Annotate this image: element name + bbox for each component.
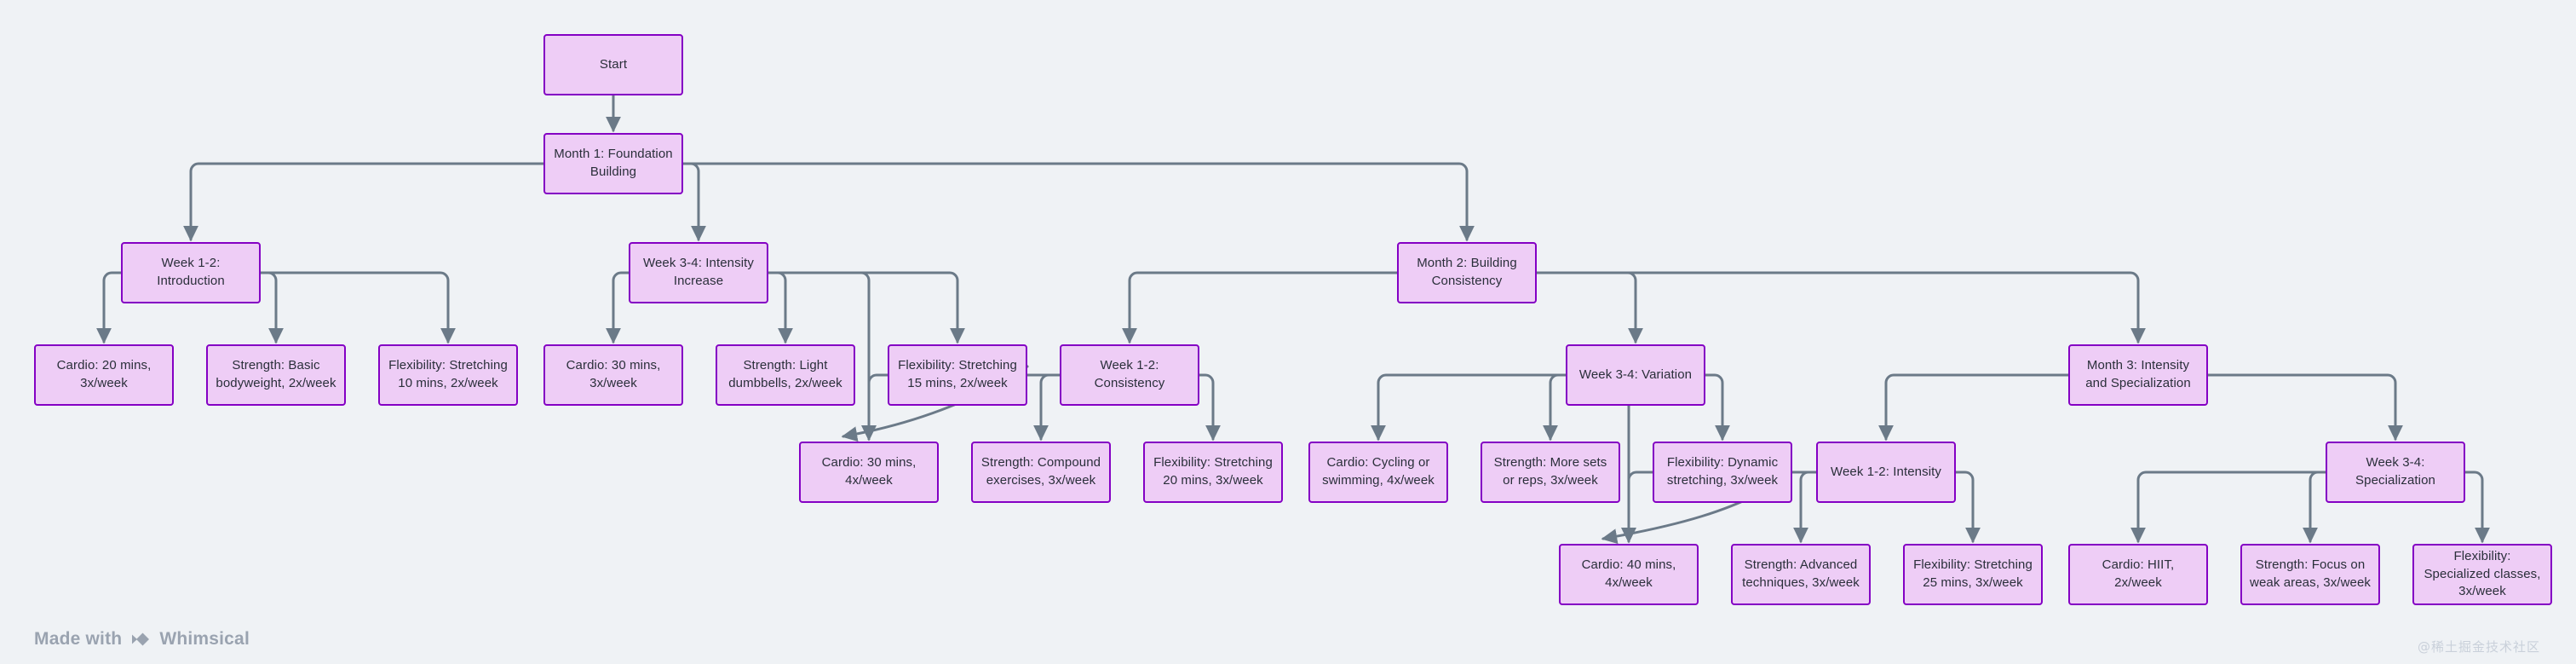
edge-month2-to-month3	[1535, 271, 2146, 344]
flow-node-m2_w34_f[interactable]: Flexibility: Dynamic stretching, 3x/week	[1653, 442, 1792, 503]
edge-m2_w34-to-m2_w34_f	[1704, 373, 1730, 442]
flow-node-m2_w34_s[interactable]: Strength: More sets or reps, 3x/week	[1481, 442, 1620, 503]
flow-node-m1_w12[interactable]: Week 1-2: Introduction	[121, 242, 261, 303]
site-watermark: @稀土掘金技术社区	[2418, 639, 2541, 655]
edge-month1-to-m1_w12	[183, 162, 545, 242]
edge-m1_w34-to-m1_w34_s	[767, 271, 793, 344]
flow-node-m3_w12[interactable]: Week 1-2: Intensity	[1816, 442, 1956, 503]
edge-month1-to-m1_w34	[681, 162, 706, 242]
flow-node-m2_w34_c[interactable]: Cardio: Cycling or swimming, 4x/week	[1308, 442, 1448, 503]
edge-m2_w12-to-m2_w12_s	[1033, 373, 1061, 442]
edge-month3-to-m3_w34	[2206, 373, 2403, 442]
whimsical-brand-label: Whimsical	[159, 629, 250, 649]
edge-m1_w12-to-m1_w12_c	[96, 271, 123, 344]
flow-node-m3_w12_f[interactable]: Flexibility: Stretching 25 mins, 3x/week	[1903, 544, 2043, 605]
edge-m3_w12-to-m3_w12_s	[1793, 471, 1818, 544]
flow-node-m1_w12_s[interactable]: Strength: Basic bodyweight, 2x/week	[206, 344, 346, 406]
edge-m1_w34-to-m1_w34_f	[767, 271, 965, 344]
flow-node-m2_w12_f[interactable]: Flexibility: Stretching 20 mins, 3x/week	[1143, 442, 1283, 503]
flow-node-month1[interactable]: Month 1: Foundation Building	[543, 133, 683, 194]
edge-m2_w12-to-m2_w12_f	[1198, 373, 1221, 442]
edge-month2-to-m2_w34	[1535, 271, 1643, 344]
edge-m2_w34-to-m2_w34_s	[1543, 373, 1567, 442]
flow-node-m2_w34[interactable]: Week 3-4: Variation	[1566, 344, 1705, 406]
flow-node-m3_w12_c[interactable]: Cardio: 40 mins, 4x/week	[1559, 544, 1699, 605]
flow-node-start[interactable]: Start	[543, 34, 683, 95]
flow-node-m3_w34_f[interactable]: Flexibility: Specialized classes, 3x/wee…	[2412, 544, 2552, 605]
flow-node-m1_w34_c[interactable]: Cardio: 30 mins, 3x/week	[543, 344, 683, 406]
flow-node-m3_w12_s[interactable]: Strength: Advanced techniques, 3x/week	[1731, 544, 1871, 605]
edge-month2-to-m2_w12	[1122, 271, 1399, 344]
flow-node-month3[interactable]: Month 3: Intensity and Specialization	[2068, 344, 2208, 406]
edge-m2_w34-to-m2_w34_c	[1371, 373, 1567, 442]
edge-m3_w34-to-m3_w34_f	[2464, 471, 2490, 544]
flow-node-month2[interactable]: Month 2: Building Consistency	[1397, 242, 1537, 303]
flow-node-m1_w12_c[interactable]: Cardio: 20 mins, 3x/week	[34, 344, 174, 406]
edge-m3_w12-to-m3_w12_f	[1954, 471, 1981, 544]
flow-node-m2_w12_s[interactable]: Strength: Compound exercises, 3x/week	[971, 442, 1111, 503]
edge-month1-to-month2	[681, 162, 1475, 242]
edge-m3_w34-to-m3_w34_c	[2130, 471, 2327, 544]
flow-node-m3_w34[interactable]: Week 3-4: Specialization	[2326, 442, 2465, 503]
flow-node-m3_w34_c[interactable]: Cardio: HIIT, 2x/week	[2068, 544, 2208, 605]
edge-m1_w12-to-m1_w12_s	[259, 271, 284, 344]
whimsical-footer: Made with Whimsical	[34, 629, 250, 650]
flow-node-m2_w12[interactable]: Week 1-2: Consistency	[1060, 344, 1199, 406]
flow-node-m2_w12_c[interactable]: Cardio: 30 mins, 4x/week	[799, 442, 939, 503]
flow-node-m1_w34[interactable]: Week 3-4: Intensity Increase	[629, 242, 768, 303]
flow-node-m1_w12_f[interactable]: Flexibility: Stretching 10 mins, 2x/week	[378, 344, 518, 406]
flow-node-m3_w34_s[interactable]: Strength: Focus on weak areas, 3x/week	[2240, 544, 2380, 605]
flow-node-m1_w34_f[interactable]: Flexibility: Stretching 15 mins, 2x/week	[888, 344, 1027, 406]
flow-node-m1_w34_s[interactable]: Strength: Light dumbbells, 2x/week	[716, 344, 855, 406]
edge-m3_w34-to-m3_w34_s	[2303, 471, 2327, 544]
edge-m1_w12-to-m1_w12_f	[259, 271, 456, 344]
whimsical-diamond-icon	[129, 631, 152, 648]
edge-month3-to-m3_w12	[1878, 373, 2070, 442]
made-with-label: Made with	[34, 629, 123, 649]
edge-m1_w34-to-m1_w34_c	[606, 271, 630, 344]
